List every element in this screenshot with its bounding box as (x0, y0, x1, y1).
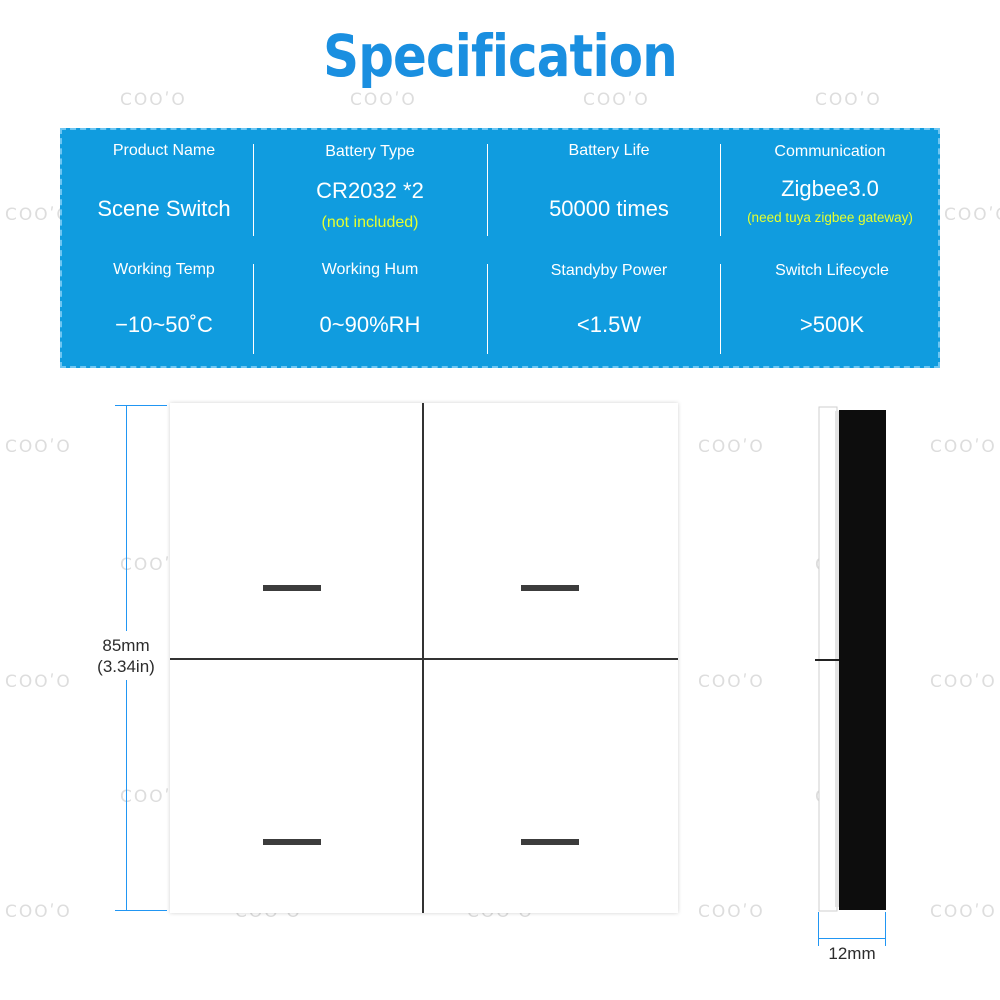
column-divider (487, 144, 488, 236)
button-indicator-bottom-right (521, 839, 579, 845)
spec-battery-life: Battery Life 50000 times (499, 130, 719, 250)
dimension-line (818, 938, 886, 939)
watermark: COOʹO (120, 555, 187, 575)
watermark: COOʹO (944, 205, 1000, 225)
spec-note: (not included) (321, 214, 419, 231)
watermark: COOʹO (698, 672, 765, 692)
spec-value: <1.5W (576, 312, 642, 337)
side-profile-graphic (815, 406, 886, 912)
button-indicator-top-right (521, 585, 579, 591)
spec-table: Product Name Scene Switch Battery Type C… (60, 128, 940, 368)
watermark: COOʹO (5, 672, 72, 692)
spec-label: Switch Lifecycle (775, 262, 889, 279)
watermark: COOʹO (698, 902, 765, 922)
spec-label: Working Temp (113, 261, 215, 278)
watermark: COOʹO (583, 90, 650, 110)
spec-label: Standyby Power (550, 262, 668, 279)
spec-value: Scene Switch (97, 196, 231, 221)
height-mm-label: 85mm (102, 636, 150, 655)
column-divider (487, 264, 488, 354)
watermark: COOʹO (5, 205, 72, 225)
watermark: COOʹO (930, 672, 997, 692)
spec-value: >500K (799, 312, 865, 337)
page-title: Specification (323, 22, 678, 90)
spec-value: 50000 times (549, 196, 669, 221)
spec-value: 0~90%RH (319, 312, 421, 337)
spec-standby-power: Standyby Power <1.5W (499, 250, 719, 370)
button-indicator-bottom-left (263, 839, 321, 845)
watermark: COOʹO (120, 787, 187, 807)
spec-working-temp: Working Temp −10~50˚C (54, 250, 274, 370)
spec-working-hum: Working Hum 0~90%RH (260, 250, 480, 370)
dimension-tick-left (818, 912, 819, 946)
watermark: COOʹO (930, 437, 997, 457)
dimension-line (126, 405, 127, 631)
spec-value: CR2032 *2 (316, 178, 424, 203)
column-divider (720, 264, 721, 354)
column-divider (253, 144, 254, 236)
switch-front-view (170, 403, 678, 913)
watermark: COOʹO (5, 902, 72, 922)
watermark: COOʹO (350, 90, 417, 110)
spec-label: Working Hum (321, 261, 419, 278)
dimension-tick-right (885, 912, 886, 946)
spec-label: Battery Type (325, 143, 415, 160)
spec-switch-lifecycle: Switch Lifecycle >500K (722, 250, 942, 370)
spec-label: Communication (774, 143, 886, 160)
watermark: COOʹO (930, 902, 997, 922)
spec-value: Zigbee3.0 (781, 176, 879, 201)
spec-battery-type: Battery Type CR2032 *2 (not included) (260, 130, 480, 250)
spec-label: Battery Life (568, 142, 650, 159)
watermark: COOʹO (120, 90, 187, 110)
dimension-tick-top (115, 405, 167, 406)
watermark: COOʹO (815, 90, 882, 110)
spec-note: (need tuya zigbee gateway) (747, 210, 913, 225)
button-divider-horizontal (170, 658, 678, 660)
depth-label: 12mm (828, 944, 876, 963)
watermark: COOʹO (5, 437, 72, 457)
height-in-label: (3.34in) (97, 657, 155, 676)
spec-communication: Communication Zigbee3.0 (need tuya zigbe… (720, 130, 940, 250)
column-divider (253, 264, 254, 354)
dimension-line (126, 680, 127, 910)
spec-value: −10~50˚C (115, 312, 213, 337)
watermark: COOʹO (698, 437, 765, 457)
spec-label: Product Name (112, 142, 216, 159)
button-indicator-top-left (263, 585, 321, 591)
switch-side-view (815, 403, 890, 915)
column-divider (720, 144, 721, 236)
spec-product-name: Product Name Scene Switch (54, 130, 274, 250)
dimension-tick-bottom (115, 910, 167, 911)
